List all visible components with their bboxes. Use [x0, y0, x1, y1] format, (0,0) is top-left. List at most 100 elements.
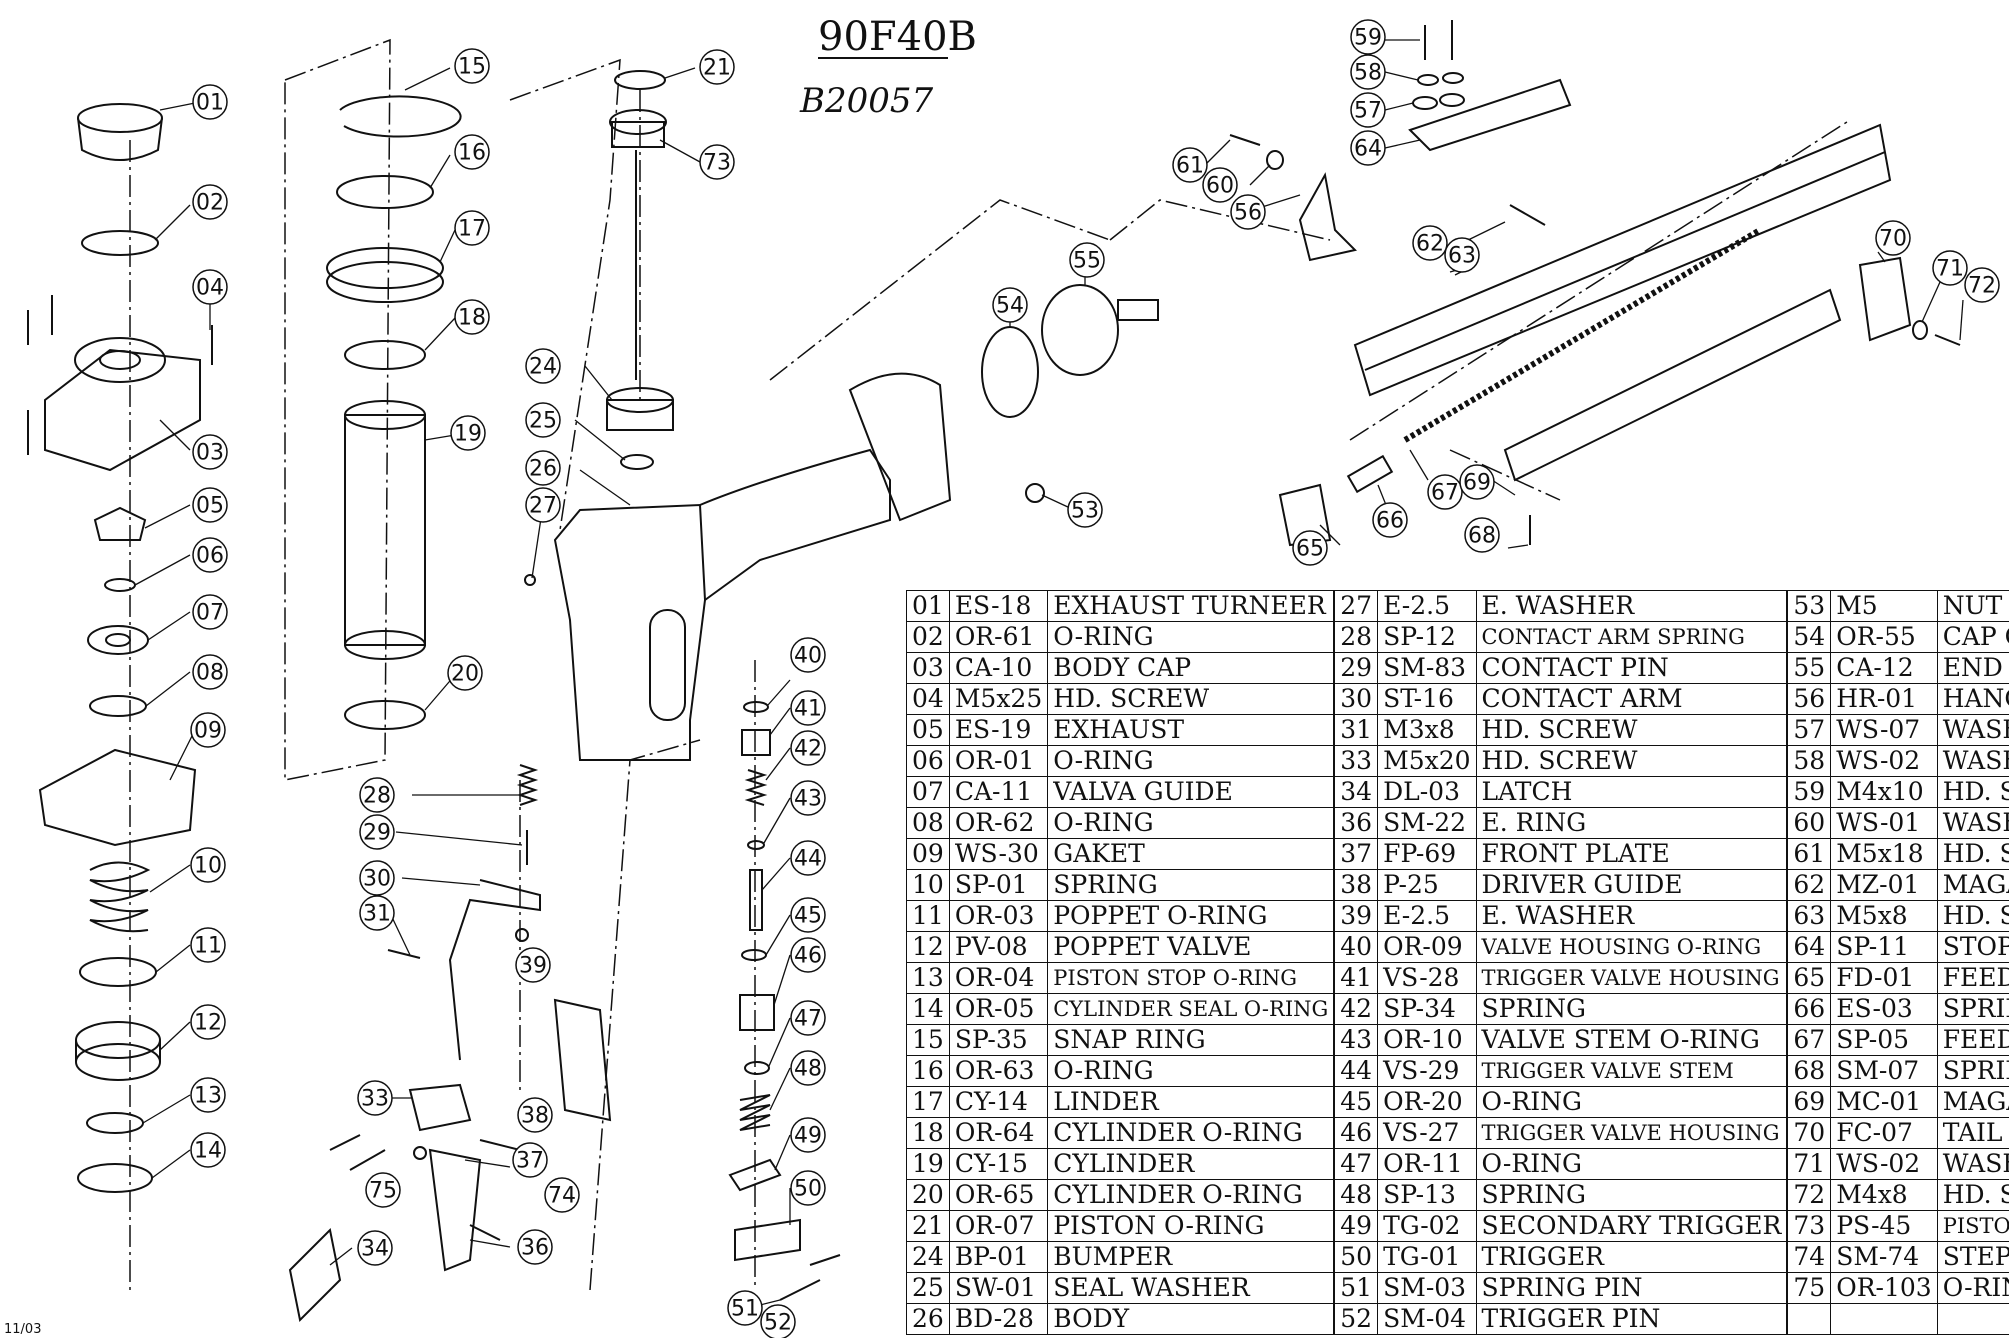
callout-number: 02	[196, 191, 224, 216]
part-number-cell: 44	[1334, 1055, 1379, 1087]
part-code-cell: M5	[1830, 590, 1938, 622]
callout-circle	[450, 415, 486, 451]
callout-49: 49	[790, 1117, 826, 1153]
callout-number: 37	[516, 1149, 544, 1174]
callout-number: 04	[196, 276, 224, 301]
part-number-cell: 20	[906, 1179, 950, 1211]
part-number-cell: 14	[906, 993, 950, 1025]
part-code-cell: MZ-01	[1830, 869, 1938, 901]
callout-circle	[1964, 267, 2000, 303]
callout-circle	[454, 299, 490, 335]
callout-number: 31	[363, 902, 391, 927]
callout-54: 54	[992, 287, 1028, 323]
callout-circle	[192, 434, 228, 470]
part-number-cell: 03	[906, 652, 950, 684]
part-name-cell: FEEDER SPRING	[1936, 1024, 2009, 1056]
part-name-cell: BODY	[1047, 1303, 1335, 1335]
callout-circle	[992, 287, 1028, 323]
part-number-cell: 73	[1787, 1210, 1832, 1242]
callout-number: 18	[458, 306, 486, 331]
part-code-cell: SP-11	[1830, 931, 1938, 963]
part-number-cell: 58	[1787, 745, 1832, 777]
part-code-cell: E-2.5	[1377, 590, 1477, 622]
callout-circle	[760, 1304, 796, 1338]
callout-number: 26	[529, 457, 557, 482]
callout-number: 33	[361, 1087, 389, 1112]
callout-number: 12	[194, 1011, 222, 1036]
callout-group: 0102030405060708091011121314151617181920…	[190, 19, 2000, 1338]
table-row: 17CY-14LINDER45OR-20O-RING69MC-01MAGAZIN…	[906, 1086, 2009, 1118]
callout-circle	[192, 594, 228, 630]
callout-circle	[515, 947, 551, 983]
callout-circle	[525, 487, 561, 523]
part-number-cell: 63	[1787, 900, 1832, 932]
callout-circle	[190, 1077, 226, 1113]
callout-67: 67	[1427, 474, 1463, 510]
callout-08: 08	[192, 654, 228, 690]
callout-58: 58	[1350, 54, 1386, 90]
part-name-cell: TRIGGER VALVE HOUSING	[1475, 1117, 1788, 1149]
callout-04: 04	[192, 269, 228, 305]
callout-number: 01	[196, 91, 224, 116]
part-name-cell: STOPPER	[1936, 931, 2009, 963]
callout-circle	[1464, 517, 1500, 553]
part-name-cell: CONTACT PIN	[1475, 652, 1788, 684]
callout-40: 40	[790, 637, 826, 673]
callout-72: 72	[1964, 267, 2000, 303]
callout-19: 19	[450, 415, 486, 451]
part-number-cell: 07	[906, 776, 950, 808]
callout-number: 70	[1879, 227, 1907, 252]
part-number-cell: 42	[1334, 993, 1379, 1025]
callout-17: 17	[454, 210, 490, 246]
callout-circle	[544, 1177, 580, 1213]
callout-number: 38	[521, 1104, 549, 1129]
callout-11: 11	[190, 927, 226, 963]
handwritten-note: B20057	[799, 81, 934, 121]
callout-03: 03	[192, 434, 228, 470]
part-name-cell: BUMPER	[1047, 1241, 1335, 1273]
part-name-cell: E. WASHER	[1475, 590, 1788, 622]
callout-number: 08	[196, 661, 224, 686]
part-code-cell: CA-10	[948, 652, 1049, 684]
callout-circle	[190, 712, 226, 748]
callout-number: 39	[519, 954, 547, 979]
part-name-cell: STEP PIN	[1936, 1241, 2009, 1273]
part-number-cell: 15	[906, 1024, 950, 1056]
callout-circle	[790, 1000, 826, 1036]
part-number-cell: 43	[1334, 1024, 1379, 1056]
part-code-cell: OR-103	[1830, 1272, 1938, 1304]
callout-circle	[192, 537, 228, 573]
part-number-cell: 68	[1787, 1055, 1832, 1087]
callout-number: 28	[363, 784, 391, 809]
callout-64: 64	[1350, 130, 1386, 166]
callout-circle	[517, 1229, 553, 1265]
callout-number: 16	[458, 141, 486, 166]
callout-number: 27	[529, 494, 557, 519]
part-name-cell: CAP O-RING	[1936, 621, 2009, 653]
callout-number: 48	[794, 1057, 822, 1082]
callout-circle	[192, 269, 228, 305]
callout-circle	[190, 1004, 226, 1040]
part-number-cell: 65	[1787, 962, 1832, 994]
callout-circle	[1069, 242, 1105, 278]
part-number-cell: 50	[1334, 1241, 1379, 1273]
part-name-cell: SPRING STEM	[1936, 993, 2009, 1025]
part-code-cell: M3x8	[1377, 714, 1477, 746]
part-name-cell: O-RING	[1047, 621, 1335, 653]
callout-number: 59	[1354, 26, 1382, 51]
callout-circle	[1427, 474, 1463, 510]
part-number-cell: 52	[1334, 1303, 1379, 1335]
callout-circle	[790, 937, 826, 973]
callout-circle	[1459, 464, 1495, 500]
callout-circle	[512, 1142, 548, 1178]
part-number-cell: 04	[906, 683, 950, 715]
